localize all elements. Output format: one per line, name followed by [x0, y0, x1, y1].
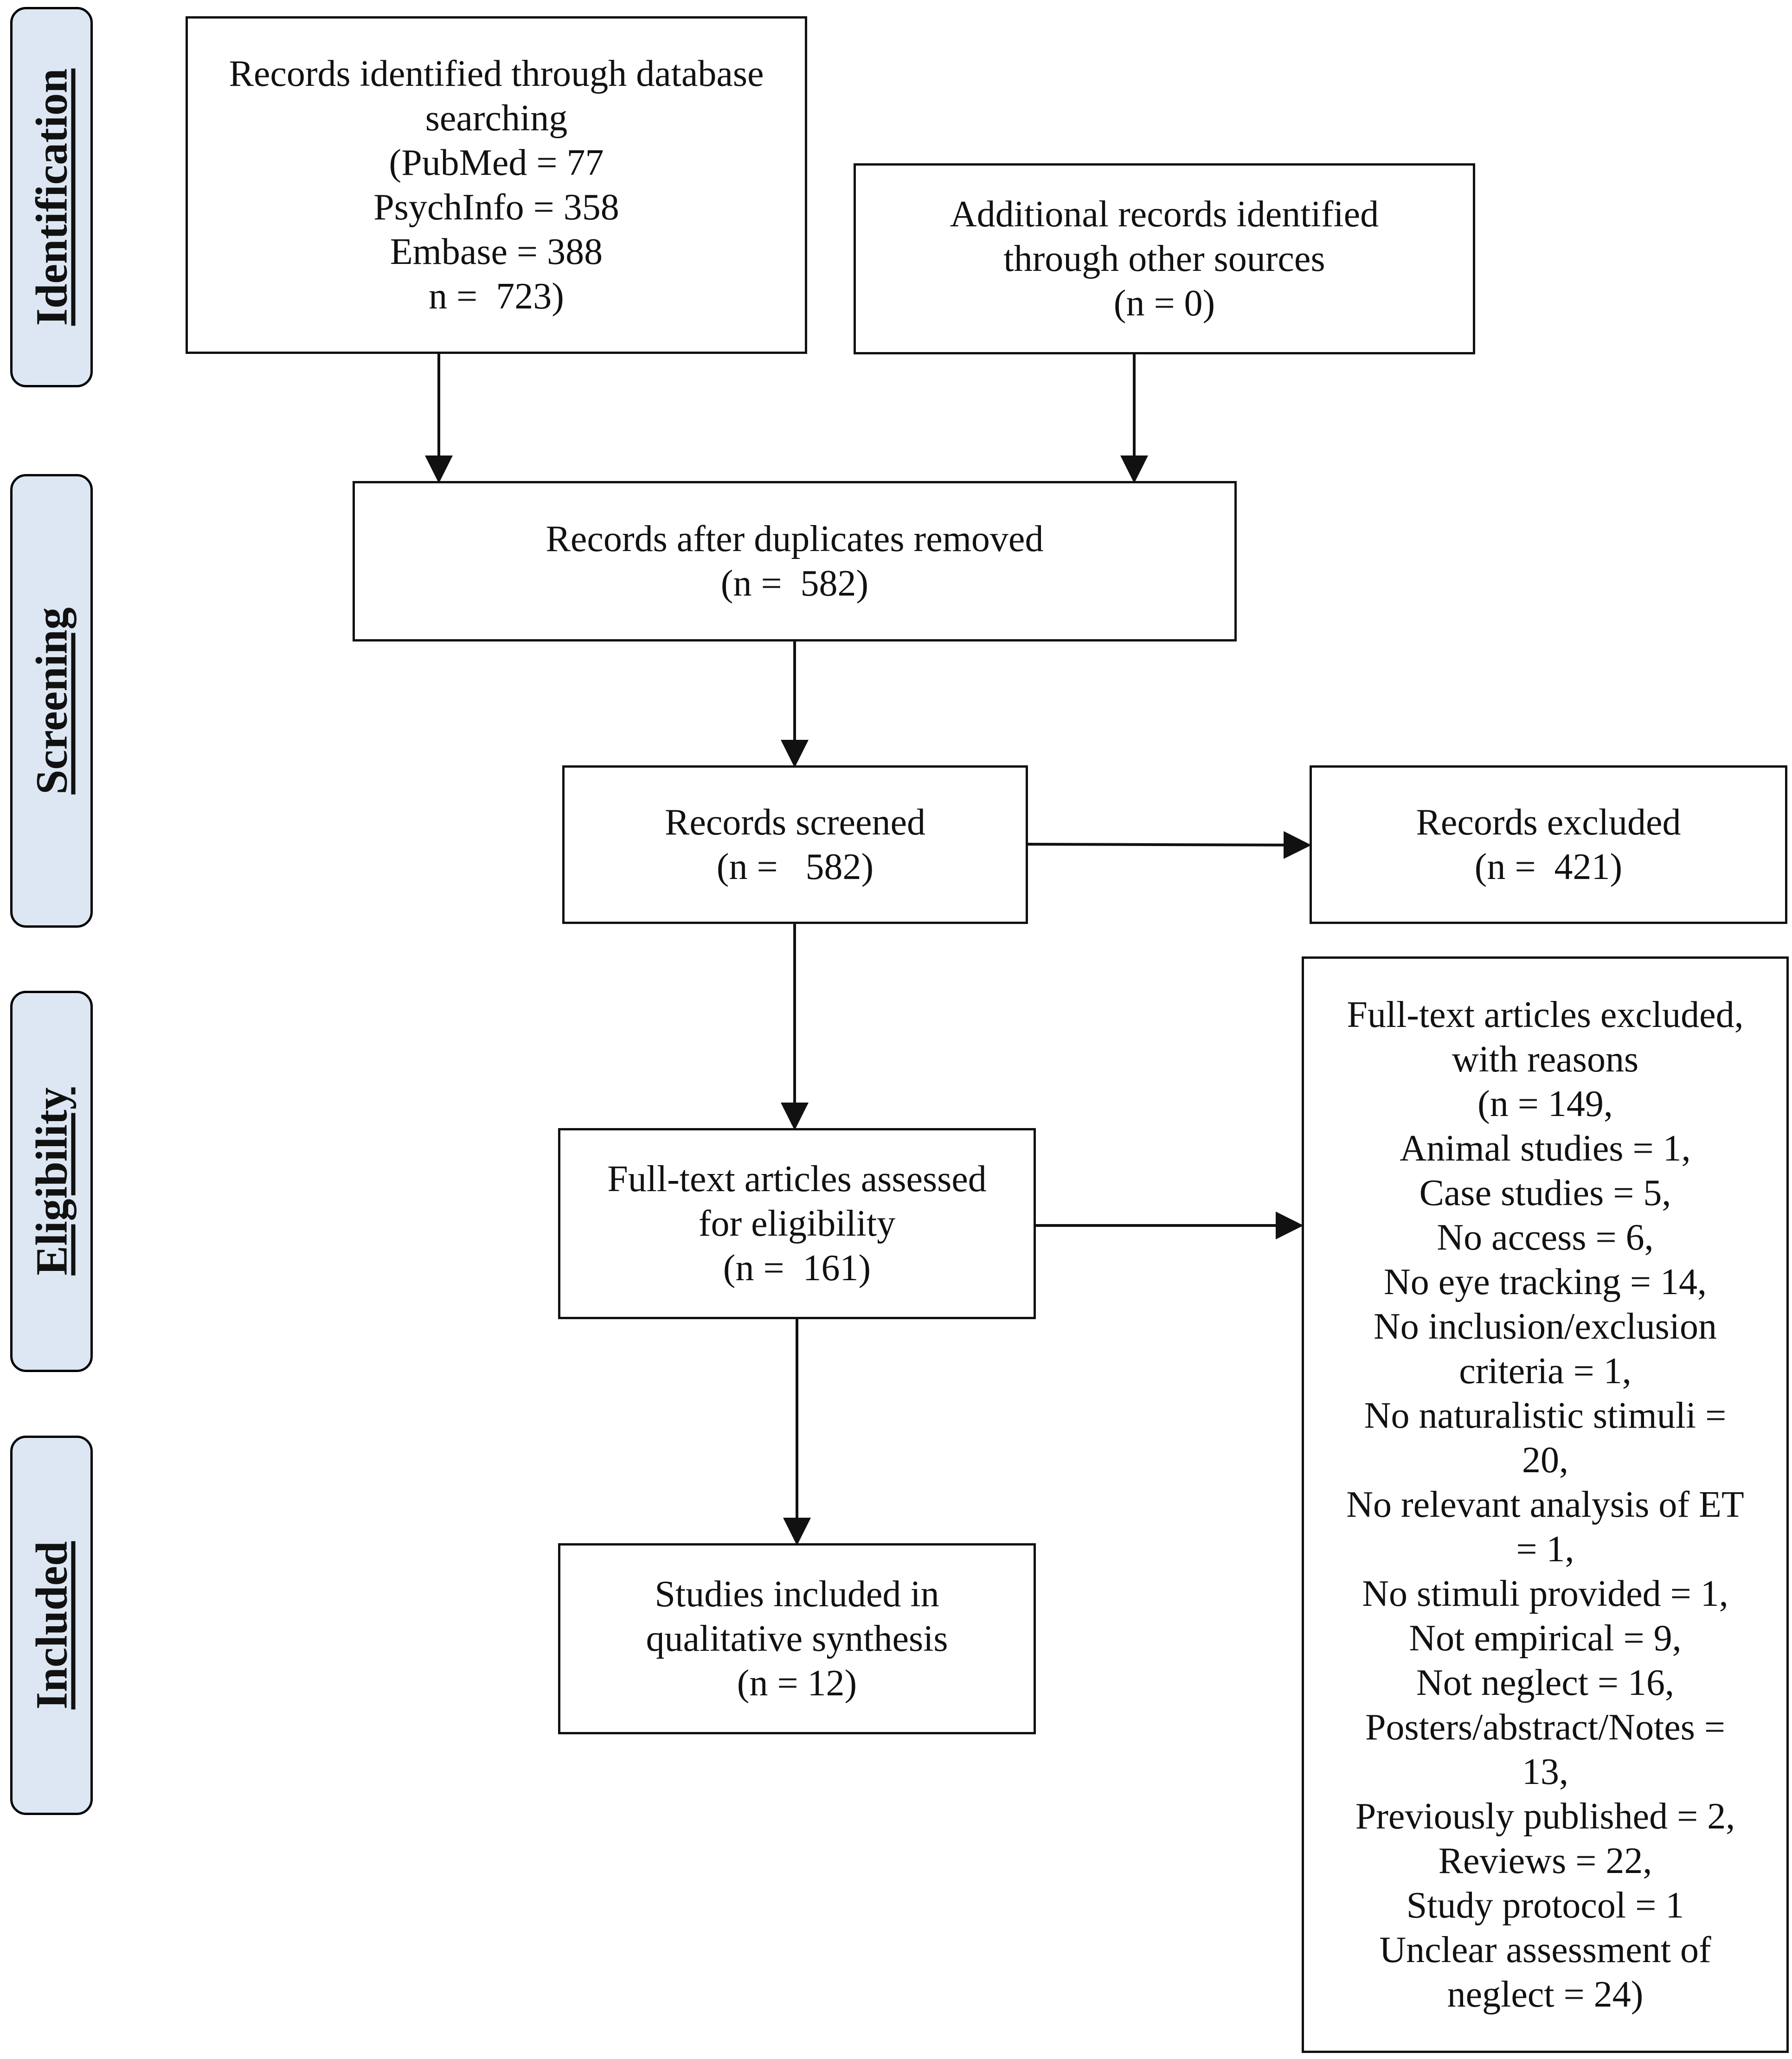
- box-included-studies: Studies included in qualitative synthesi…: [558, 1543, 1036, 1734]
- box-line: (n = 0): [1113, 283, 1215, 324]
- box-line: n = 723): [429, 276, 564, 317]
- box-line: Previously published = 2,: [1355, 1796, 1735, 1837]
- box-line: Animal studies = 1,: [1400, 1128, 1691, 1169]
- box-line: Full-text articles assessed: [607, 1159, 987, 1199]
- box-database-search: Records identified through database sear…: [186, 16, 807, 354]
- box-line: Posters/abstract/Notes =: [1365, 1707, 1726, 1748]
- box-line: (n = 582): [720, 563, 869, 604]
- box-line: neglect = 24): [1447, 1974, 1644, 2015]
- box-after-duplicates: Records after duplicates removed (n = 58…: [353, 481, 1237, 641]
- box-line: Embase = 388: [390, 231, 603, 272]
- box-line: Case studies = 5,: [1419, 1173, 1671, 1213]
- box-line: criteria = 1,: [1459, 1351, 1631, 1392]
- box-line: No eye tracking = 14,: [1383, 1262, 1707, 1302]
- box-line: Study protocol = 1: [1406, 1885, 1684, 1926]
- box-line: Unclear assessment of: [1379, 1930, 1711, 1970]
- box-line: Records excluded: [1416, 802, 1681, 843]
- box-line: No inclusion/exclusion: [1374, 1306, 1717, 1347]
- box-line: (n = 582): [716, 847, 874, 887]
- stage-tab-screening: Screening: [10, 474, 93, 928]
- box-fulltext-excluded: Full-text articles excluded, with reason…: [1302, 956, 1789, 2053]
- box-line: (n = 161): [723, 1248, 871, 1289]
- box-line: (n = 421): [1474, 847, 1623, 887]
- box-line: through other sources: [1003, 238, 1325, 279]
- box-line: 20,: [1522, 1440, 1568, 1481]
- box-line: No naturalistic stimuli =: [1364, 1395, 1727, 1436]
- stage-tab-identification: Identification: [10, 7, 93, 387]
- box-line: PsychInfo = 358: [373, 187, 619, 228]
- box-line: for eligibility: [698, 1203, 896, 1244]
- box-records-excluded: Records excluded (n = 421): [1310, 765, 1787, 924]
- box-line: No stimuli provided = 1,: [1362, 1573, 1728, 1614]
- box-line: No relevant analysis of ET: [1346, 1484, 1744, 1525]
- box-line: Not neglect = 16,: [1416, 1662, 1675, 1703]
- box-fulltext-assessed: Full-text articles assessed for eligibil…: [558, 1128, 1036, 1319]
- box-line: qualitative synthesis: [646, 1618, 948, 1659]
- box-line: = 1,: [1516, 1529, 1574, 1570]
- stage-tab-included: Included: [10, 1436, 93, 1815]
- box-line: Additional records identified: [950, 194, 1379, 235]
- box-line: No access = 6,: [1437, 1217, 1654, 1258]
- box-line: Records identified through database: [229, 53, 764, 94]
- arrow-screened-to-excluded: [1028, 831, 1311, 859]
- box-line: searching: [425, 98, 568, 139]
- box-line: (n = 12): [737, 1663, 857, 1704]
- box-line: Not empirical = 9,: [1409, 1618, 1682, 1659]
- box-line: (n = 149,: [1477, 1084, 1613, 1124]
- box-line: Full-text articles excluded,: [1347, 994, 1744, 1035]
- box-line: Records screened: [665, 802, 925, 843]
- box-line: 13,: [1522, 1751, 1568, 1792]
- box-line: Studies included in: [655, 1574, 939, 1615]
- stage-tab-eligibility: Eligibility: [10, 991, 93, 1372]
- box-line: with reasons: [1452, 1039, 1639, 1080]
- box-line: Records after duplicates removed: [546, 519, 1044, 559]
- box-line: (PubMed = 77: [389, 142, 604, 183]
- box-other-sources: Additional records identified through ot…: [854, 163, 1475, 354]
- box-line: Reviews = 22,: [1438, 1841, 1652, 1881]
